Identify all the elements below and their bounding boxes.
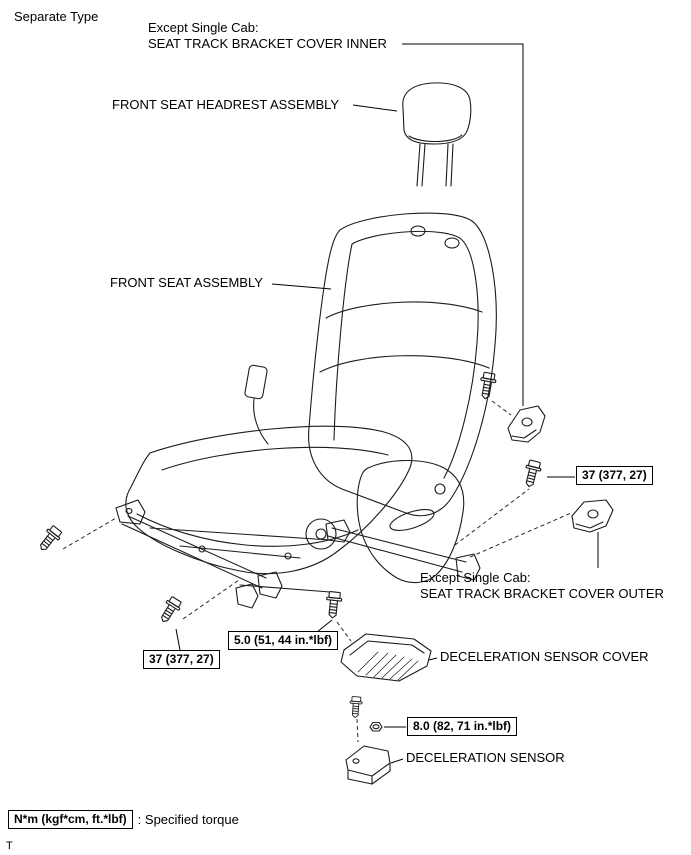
torque-legend: N*m (kgf*cm, ft.*lbf) : Specified torque (8, 810, 239, 829)
bracket-cover-outer-drawing (571, 499, 614, 533)
side-shield-drawing (356, 460, 465, 584)
torque-spec-box-37-left: 37 (377, 27) (143, 650, 220, 669)
sensor-drawing (345, 745, 391, 785)
callout-inner-part-name: SEAT TRACK BRACKET COVER INNER (148, 36, 387, 51)
adjuster-knob-drawing (305, 518, 337, 550)
callout-seat-track-cover-outer: Except Single Cab: SEAT TRACK BRACKET CO… (420, 570, 664, 602)
diagram-type-label: Separate Type (14, 9, 99, 24)
bolt-lower-left-37 (156, 594, 184, 626)
assembly-dashed-lines (62, 400, 572, 743)
callout-inner-condition: Except Single Cab: (148, 20, 259, 35)
bolt-left (35, 523, 65, 555)
callout-deceleration-sensor-cover: DECELERATION SENSOR COVER (440, 649, 649, 664)
headrest-drawing (402, 82, 472, 187)
torque-spec-box-50-center: 5.0 (51, 44 in.*lbf) (228, 631, 339, 650)
leader-lines (175, 43, 599, 764)
seatback-drawing (308, 212, 497, 517)
callout-outer-condition: Except Single Cab: (420, 570, 531, 585)
sensor-cover-drawing (340, 633, 432, 682)
bolt-center-50 (324, 590, 343, 620)
bolt-sensor-80 (348, 695, 363, 719)
torque-spec-box-37-right: 37 (377, 27) (576, 466, 653, 485)
callout-deceleration-sensor: DECELERATION SENSOR (406, 750, 565, 765)
bracket-cover-inner-drawing (507, 405, 546, 443)
nut-sensor (369, 721, 383, 732)
seat-base-drawing (115, 499, 481, 609)
bolt-upper-right (477, 371, 498, 401)
sensor-cover-hatching (357, 651, 419, 681)
callout-front-seat-assembly: FRONT SEAT ASSEMBLY (110, 275, 263, 290)
cushion-drawing (125, 425, 413, 575)
callout-headrest-assembly: FRONT SEAT HEADREST ASSEMBLY (112, 97, 340, 112)
torque-spec-box-80-sensor: 8.0 (82, 71 in.*lbf) (407, 717, 518, 736)
callout-seat-track-cover-inner: Except Single Cab: SEAT TRACK BRACKET CO… (148, 20, 387, 52)
seatbelt-buckle-drawing (244, 364, 269, 445)
bolt-right-37 (521, 458, 544, 489)
page-footer-mark: T (6, 840, 13, 852)
callout-outer-part-name: SEAT TRACK BRACKET COVER OUTER (420, 586, 664, 601)
torque-units-box: N*m (kgf*cm, ft.*lbf) (8, 810, 133, 829)
torque-legend-text: : Specified torque (137, 812, 239, 827)
